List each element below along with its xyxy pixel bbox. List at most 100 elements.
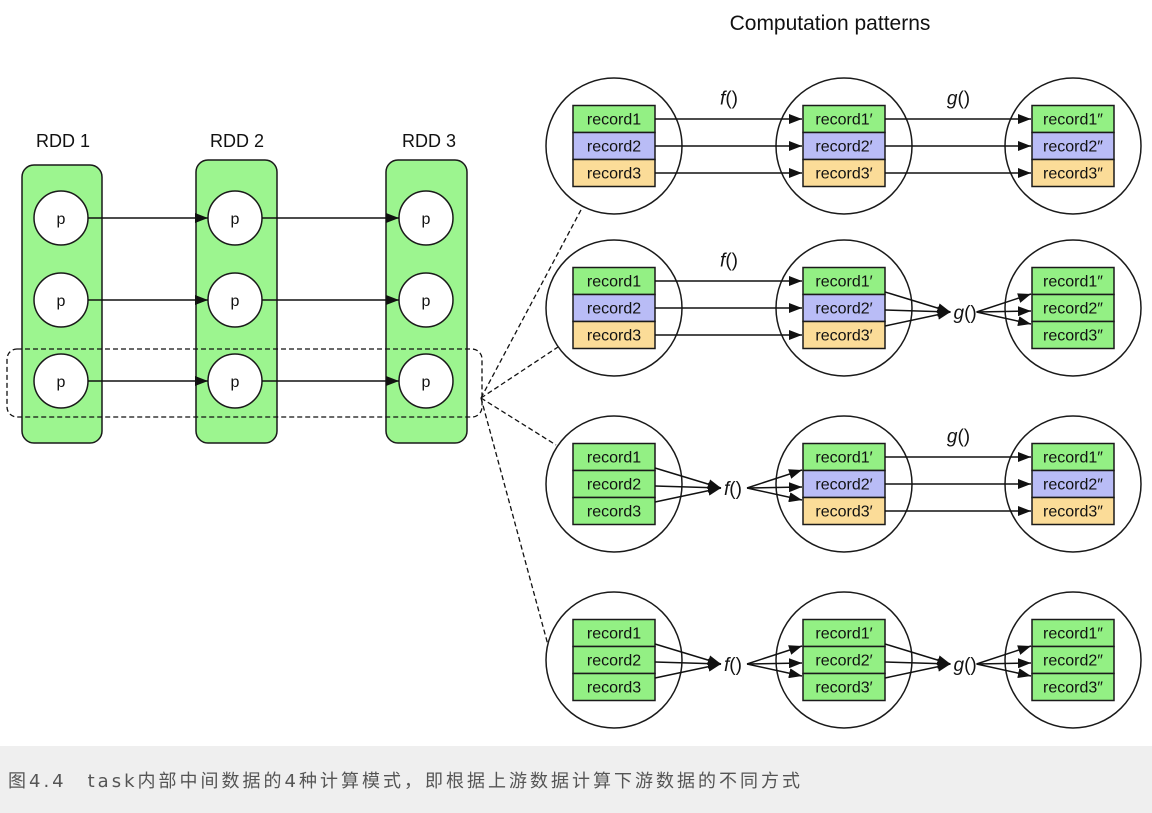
- function-input-arrow: [654, 661, 722, 679]
- function-args: (): [725, 89, 738, 110]
- zoom-connectors: [480, 207, 583, 646]
- partition-label: p: [231, 211, 240, 228]
- record-box: [1031, 266, 1115, 296]
- function-f: f(): [654, 467, 803, 503]
- pattern-list: record1record2record3record1′record2′rec…: [545, 77, 1142, 729]
- function-args: (): [964, 655, 977, 676]
- function-args: (): [729, 655, 742, 676]
- function-output-arrow: [746, 487, 803, 503]
- record-box: [572, 131, 656, 161]
- record-box: [802, 320, 886, 350]
- function-output-arrow: [746, 663, 803, 679]
- record-box: [1031, 293, 1115, 323]
- function-args: (): [729, 479, 742, 500]
- zoom-connector-line: [480, 346, 559, 399]
- partition-label: p: [231, 374, 240, 391]
- record-box: [1031, 104, 1115, 134]
- rdd-label: RDD 1: [36, 131, 90, 151]
- record-label: record3″: [1043, 166, 1103, 183]
- function-label: f(): [724, 655, 742, 676]
- function-args: (): [725, 251, 738, 272]
- function-args: (): [957, 427, 970, 448]
- partition-label: p: [422, 374, 431, 391]
- record-box: [802, 104, 886, 134]
- record-box: [572, 442, 656, 472]
- record-box: [1031, 442, 1115, 472]
- record-label: record3″: [1043, 680, 1103, 697]
- function-output-arrow: [976, 293, 1032, 313]
- partition-label: p: [57, 374, 66, 391]
- record-label: record1′: [815, 626, 872, 643]
- record-box: [572, 672, 656, 702]
- function-label: g(): [954, 655, 977, 676]
- function-name: f: [724, 479, 731, 500]
- record-box: [572, 320, 656, 350]
- record-set: record1″record2″record3″: [1004, 415, 1142, 553]
- function-name: g: [954, 303, 965, 324]
- record-label: record3′: [815, 328, 872, 345]
- record-label: record3″: [1043, 328, 1103, 345]
- function-output-arrow: [746, 658, 803, 669]
- record-box: [1031, 672, 1115, 702]
- function-name: g: [947, 427, 958, 448]
- record-label: record2″: [1043, 653, 1103, 670]
- partition-label: p: [231, 293, 240, 310]
- function-name: g: [954, 655, 965, 676]
- record-box: [802, 618, 886, 648]
- record-label: record2′: [815, 653, 872, 670]
- record-label: record3: [587, 680, 641, 697]
- function-input-arrow: [884, 661, 951, 679]
- function-g: g(): [885, 89, 1031, 178]
- record-label: record1: [587, 626, 641, 643]
- record-label: record3″: [1043, 504, 1103, 521]
- function-f: f(): [654, 643, 803, 679]
- function-output-arrow: [976, 658, 1032, 669]
- record-label: record1″: [1043, 112, 1103, 129]
- record-set: record1″record2″record3″: [1004, 591, 1142, 729]
- function-output-arrow: [976, 311, 1032, 327]
- record-label: record2: [587, 653, 641, 670]
- partition-label: p: [57, 293, 66, 310]
- function-label: g(): [947, 89, 970, 110]
- record-label: record1′: [815, 450, 872, 467]
- record-label: record2: [587, 477, 641, 494]
- function-name: g: [947, 89, 958, 110]
- function-output-arrow: [746, 469, 803, 489]
- record-label: record1: [587, 274, 641, 291]
- record-label: record3: [587, 328, 641, 345]
- function-output-arrow: [746, 482, 803, 493]
- record-box: [802, 266, 886, 296]
- record-set: record1′ record2′ record3′: [775, 591, 913, 729]
- function-args: (): [957, 89, 970, 110]
- function-name: f: [724, 655, 731, 676]
- pattern-2: record1record2record3record1′record2′rec…: [545, 239, 1142, 377]
- function-name: f: [720, 89, 727, 110]
- record-label: record1″: [1043, 450, 1103, 467]
- function-label: f(): [724, 479, 742, 500]
- record-box: [1031, 469, 1115, 499]
- record-set: record1″record2″record3″: [1004, 77, 1142, 215]
- zoom-connector-line: [480, 207, 583, 399]
- record-label: record2′: [815, 301, 872, 318]
- function-f: f(): [655, 251, 802, 340]
- function-label: f(): [720, 251, 738, 272]
- function-output-arrow: [976, 663, 1032, 679]
- record-set: record1″record2″record3″: [1004, 239, 1142, 377]
- record-box: [572, 266, 656, 296]
- record-box: [1031, 158, 1115, 188]
- function-g: g(): [884, 643, 1032, 679]
- partition-label: p: [57, 211, 66, 228]
- function-g: g(): [884, 291, 1032, 327]
- record-set: record1′record2′record3′: [775, 415, 913, 553]
- record-box: [802, 672, 886, 702]
- record-box: [1031, 320, 1115, 350]
- record-label: record3′: [815, 680, 872, 697]
- record-label: record3′: [815, 504, 872, 521]
- function-label: f(): [720, 89, 738, 110]
- function-label: g(): [954, 303, 977, 324]
- function-args: (): [964, 303, 977, 324]
